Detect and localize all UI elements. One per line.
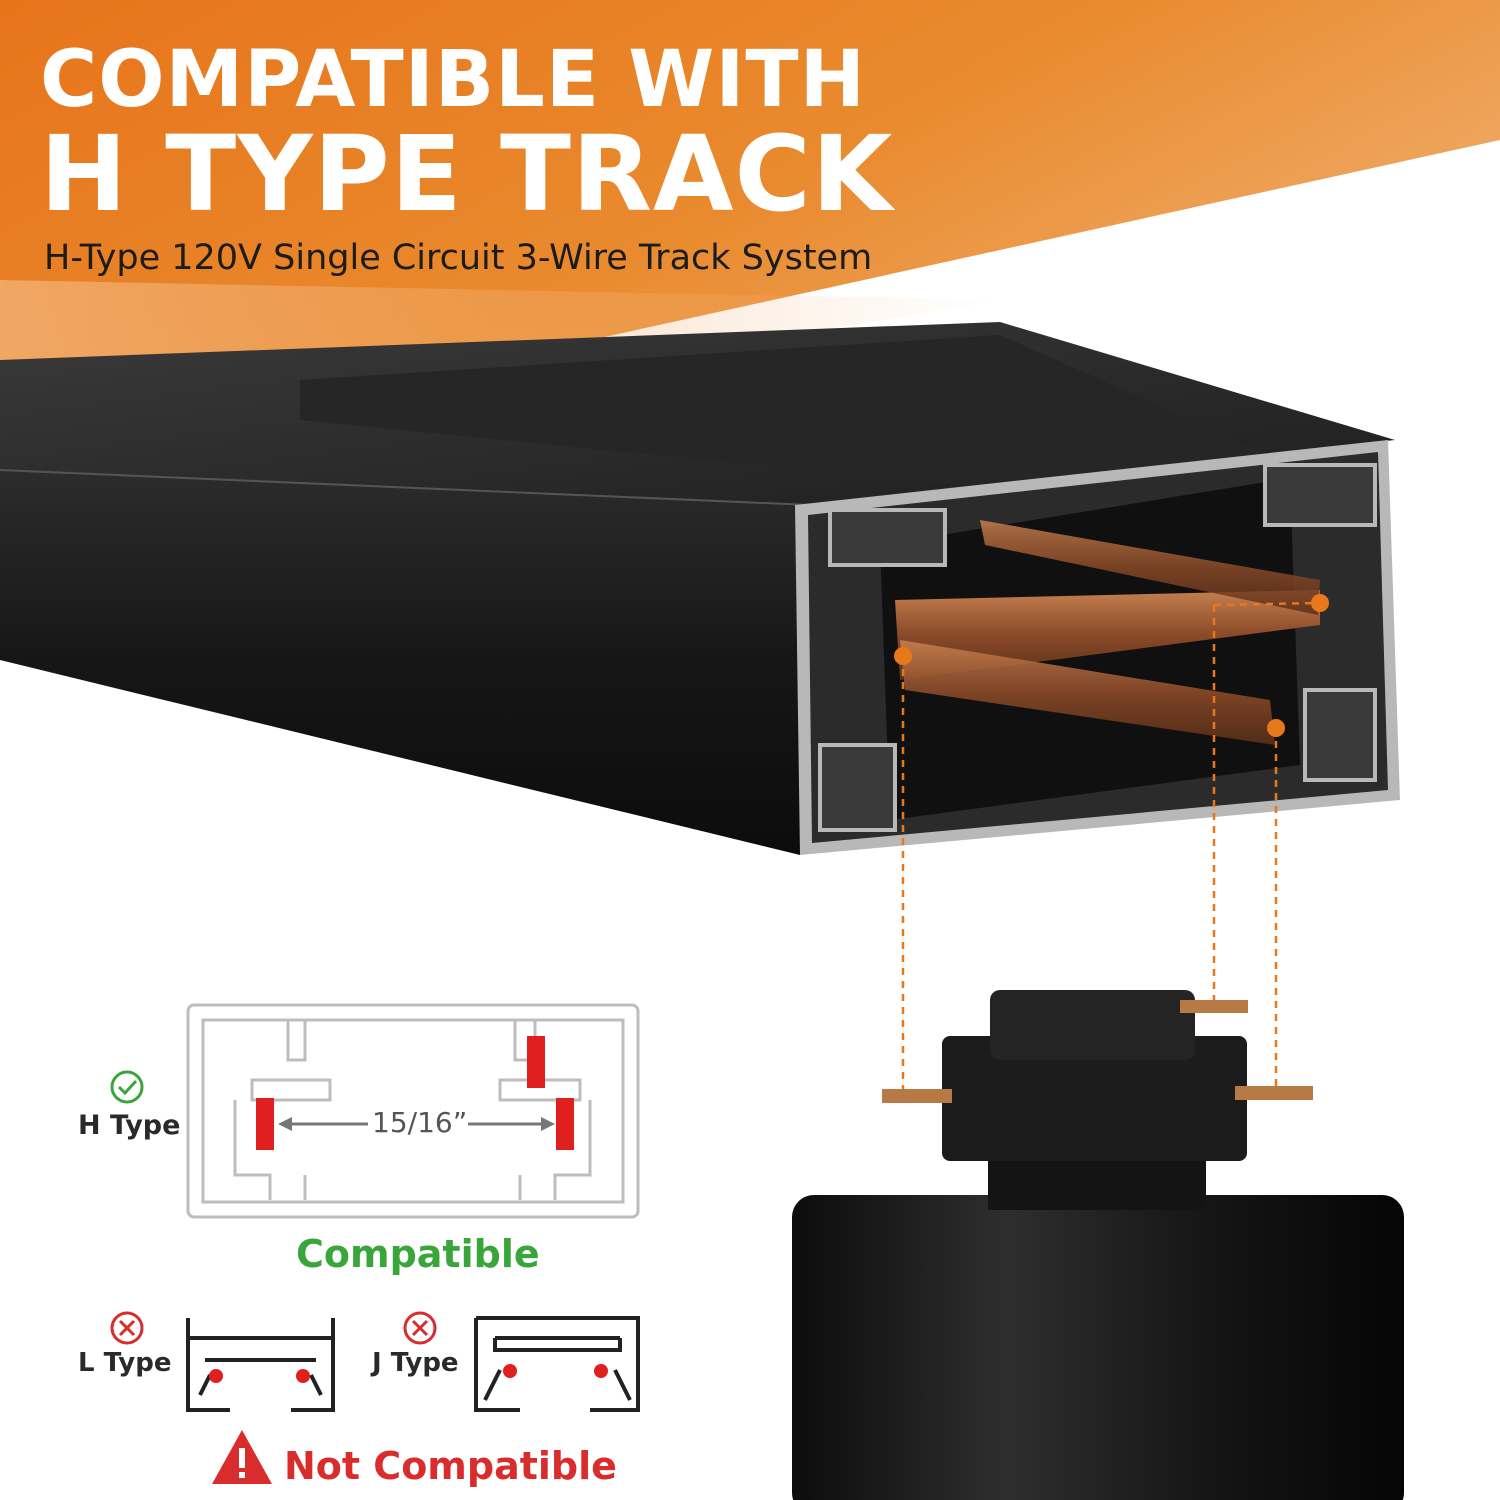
l-type-label: L Type [78,1348,172,1378]
contact-right-top [527,1036,545,1088]
l-type-profile-diagram [186,1318,335,1412]
track-light-adapter [792,990,1404,1500]
track-rail [0,322,1400,855]
not-compatible-label: Not Compatible [284,1444,617,1488]
j-contact-left [503,1364,517,1378]
contact-left [256,1098,274,1150]
l-contact-right [296,1369,310,1383]
j-type-profile-diagram [474,1316,640,1412]
j-contact-right [594,1364,608,1378]
x-circle-icon [403,1311,437,1345]
warning-triangle-icon [212,1430,272,1484]
check-circle-icon [110,1070,144,1104]
dimension-label: 15/16” [372,1106,468,1139]
j-type-label: J Type [372,1348,459,1378]
alignment-guides [901,601,1321,1098]
headline-line2: H TYPE TRACK [40,113,894,235]
compatible-label: Compatible [296,1232,540,1276]
subtitle: H-Type 120V Single Circuit 3-Wire Track … [44,238,873,278]
h-type-profile-diagram [186,1003,640,1219]
headline-line1: COMPATIBLE WITH [40,35,866,125]
l-contact-left [209,1369,223,1383]
contact-right-bottom [556,1098,574,1150]
x-circle-icon [110,1311,144,1345]
dimension-arrow [278,1117,555,1131]
h-type-label: H Type [78,1110,181,1141]
